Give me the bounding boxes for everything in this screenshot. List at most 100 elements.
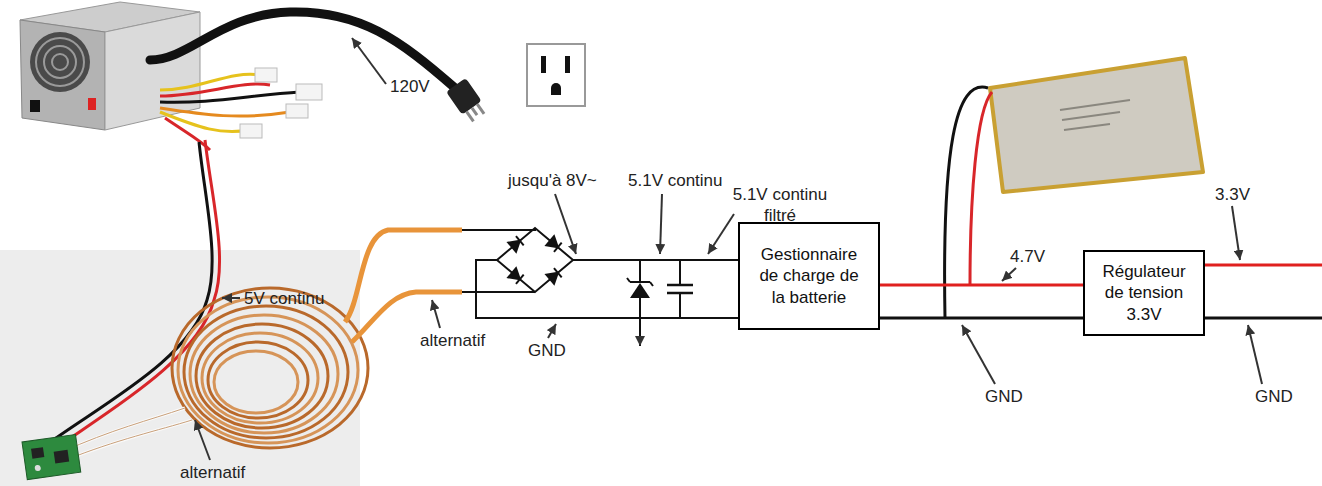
circuit-wire xyxy=(639,260,641,282)
connector xyxy=(296,84,322,100)
wall-outlet xyxy=(527,44,585,106)
orange-wire xyxy=(345,230,462,322)
leader-line xyxy=(708,214,734,254)
leader-line xyxy=(352,38,386,84)
chip xyxy=(31,447,44,459)
output-gnd xyxy=(1195,317,1322,320)
coil-wire-edge xyxy=(62,408,185,452)
psu-front xyxy=(20,20,105,130)
gnd-rail xyxy=(476,260,742,318)
callout-label: 5V continu xyxy=(244,288,324,309)
leader-line xyxy=(660,194,662,254)
leader-line xyxy=(432,300,440,328)
bridge-rectifier xyxy=(497,228,573,292)
leader-line xyxy=(1248,325,1262,384)
diode-triangle xyxy=(546,236,561,252)
switch xyxy=(30,100,40,112)
box-label: Régulateur de tension 3.3V xyxy=(1098,261,1190,325)
plug-prong xyxy=(465,111,474,123)
output-3v3 xyxy=(1195,264,1322,267)
wire xyxy=(160,74,260,90)
callout-label: alternatif xyxy=(420,330,485,351)
circuit xyxy=(462,228,742,346)
zener-symbol xyxy=(630,283,650,298)
connector xyxy=(240,124,262,138)
diode-symbol xyxy=(508,236,523,252)
plug-prong xyxy=(476,103,485,115)
callout-label: 120V xyxy=(390,76,430,97)
connector xyxy=(286,104,308,118)
outlet-plate xyxy=(527,44,585,106)
positive-rail xyxy=(573,259,742,261)
diode-bar xyxy=(554,268,562,277)
voltage-switch xyxy=(88,98,96,110)
diode-bar xyxy=(516,275,524,284)
process-box: Régulateur de tension 3.3V xyxy=(1083,250,1205,336)
outlet-slot xyxy=(541,56,546,73)
connector xyxy=(255,68,277,82)
wire-connector xyxy=(880,317,1083,320)
coil-wire-edge xyxy=(66,420,192,460)
callout-label: GND xyxy=(528,340,566,361)
circuit-wire xyxy=(639,298,641,318)
diode-symbol xyxy=(546,268,561,284)
battery-red-wire xyxy=(970,92,992,285)
photo-ground xyxy=(0,250,360,486)
pad xyxy=(34,465,41,472)
wire xyxy=(165,118,210,150)
coil-turn xyxy=(214,351,298,413)
callout-label: alternatif xyxy=(180,462,245,483)
diode-triangle xyxy=(508,236,523,252)
leader-line xyxy=(1002,268,1016,281)
coil-turn xyxy=(208,342,308,418)
diode-triangle xyxy=(546,268,561,284)
wire xyxy=(160,92,300,102)
coil-turn xyxy=(202,333,318,423)
diode-symbol xyxy=(546,236,561,252)
leader-line xyxy=(555,194,576,254)
capacitor-symbol xyxy=(667,285,693,293)
callout-label: 4.7V xyxy=(1010,246,1045,267)
outlet-slot xyxy=(565,56,570,73)
callout-label: 3.3V xyxy=(1215,184,1250,205)
callout-label: 5.1V continu filtré xyxy=(725,184,835,227)
process-box: Gestionnaire de charge de la batterie xyxy=(738,222,880,330)
coil-wire xyxy=(62,408,185,452)
circuit-wire xyxy=(679,260,681,318)
coil-turn xyxy=(196,324,328,428)
box-content: Gestionnaire de charge de la batterie xyxy=(757,244,862,308)
wire xyxy=(160,112,250,132)
coil xyxy=(172,288,368,448)
fan-grille xyxy=(36,38,84,86)
leader-line xyxy=(962,325,995,384)
plug-prong xyxy=(471,107,479,116)
power-cable xyxy=(150,12,455,88)
fan-grille xyxy=(44,46,76,78)
pcb xyxy=(22,434,81,479)
plug xyxy=(446,78,489,125)
bridge-diodes xyxy=(508,236,561,284)
leader-line xyxy=(195,420,210,460)
battery-print xyxy=(1060,100,1130,130)
transmitter-board xyxy=(22,434,81,479)
box-label: Gestionnaire de charge de la batterie xyxy=(757,244,862,308)
battery-body xyxy=(990,58,1203,192)
leaders xyxy=(195,38,1262,460)
leader-line xyxy=(222,297,240,299)
wire xyxy=(160,84,270,96)
callout-label: jusqu'à 8V~ xyxy=(508,170,597,191)
fan xyxy=(30,32,90,92)
leader-line xyxy=(548,324,556,338)
plug-body xyxy=(446,78,482,115)
battery-black-wire xyxy=(945,87,988,318)
diode-bar xyxy=(554,243,562,252)
coil-turn xyxy=(190,315,338,433)
fan-grille xyxy=(52,54,68,70)
callout-label: GND xyxy=(1255,386,1293,407)
wire xyxy=(160,108,290,116)
circuit-wire xyxy=(462,228,535,230)
box-content: Régulateur de tension 3.3V xyxy=(1098,261,1190,325)
